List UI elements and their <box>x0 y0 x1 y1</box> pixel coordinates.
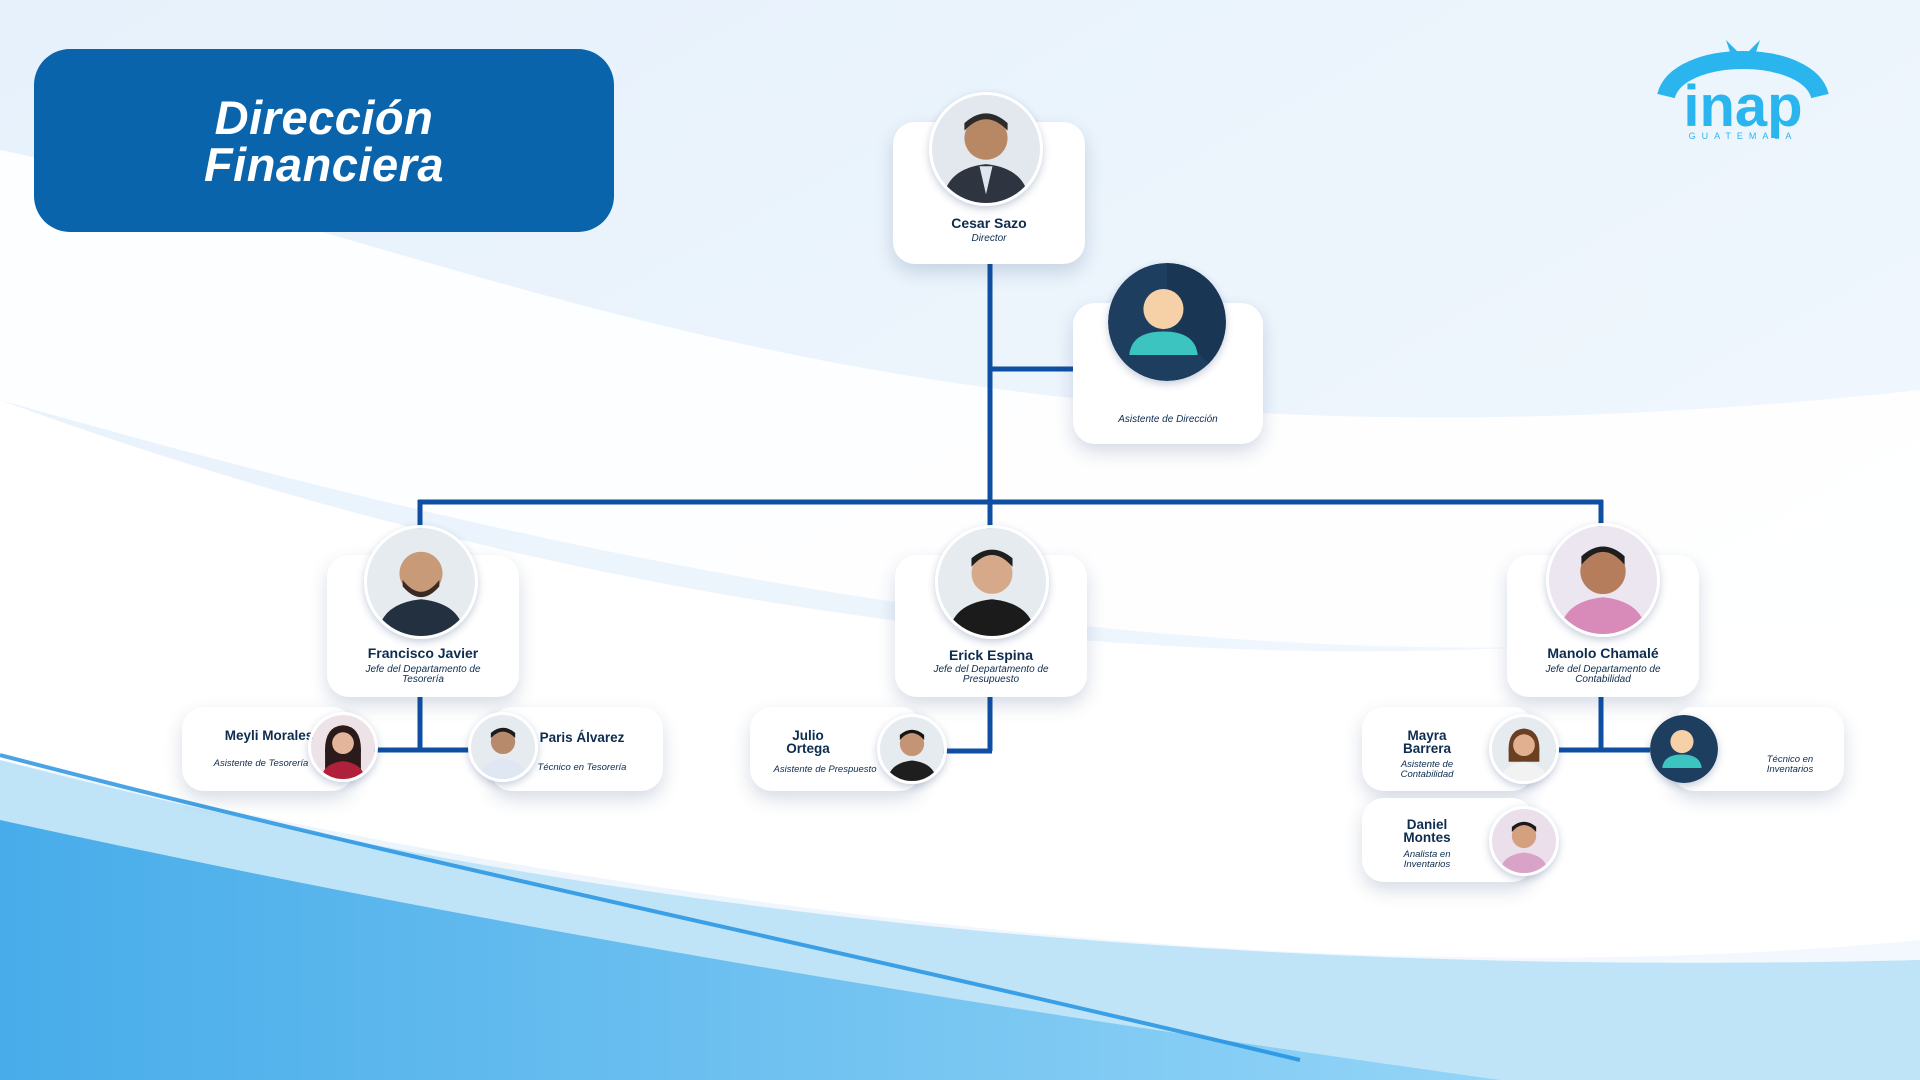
logo-wordmark: inap <box>1683 74 1802 139</box>
director-name: Cesar Sazo <box>951 215 1027 231</box>
dept-head-photo-contabilidad <box>1546 523 1660 637</box>
director-role: Director <box>971 233 1007 244</box>
dept-head-photo-presupuesto <box>935 525 1049 639</box>
dept-head-role-contabilidad: Jefe del Departamento de Contabilidad <box>1545 664 1661 685</box>
staff-photo-julio <box>877 714 947 784</box>
staff-role-meyli: Asistente de Tesorería <box>213 758 309 769</box>
staff-photo-daniel <box>1489 806 1559 876</box>
dept-head-role-presupuesto: Jefe del Departamento de Presupuesto <box>933 664 1049 685</box>
staff-name-julio: Julio Ortega <box>786 728 830 756</box>
inap-logo: inap GUATEMALA <box>1657 40 1829 141</box>
staff-role-julio: Asistente de Prespuesto <box>773 764 877 775</box>
staff-role-mayra: Asistente de Contabilidad <box>1400 759 1454 780</box>
dept-head-name-tesoreria: Francisco Javier <box>367 645 479 661</box>
staff-role-tecnico-inventarios: Técnico en Inventarios <box>1766 754 1814 775</box>
staff-placeholder-avatar-inventarios <box>1650 715 1718 783</box>
title-line-2: Financiera <box>203 137 445 191</box>
person-icon <box>1650 715 1718 783</box>
director-photo <box>929 92 1043 206</box>
assistant-role: Asistente de Dirección <box>1118 414 1218 425</box>
staff-role-daniel: Analista en Inventarios <box>1403 849 1451 870</box>
staff-photo-paris <box>468 712 538 782</box>
dept-head-name-presupuesto: Erick Espina <box>948 647 1034 663</box>
assistant-placeholder-avatar <box>1108 263 1226 381</box>
dept-head-photo-tesoreria <box>364 525 478 639</box>
title-line-1: Dirección <box>214 90 434 144</box>
dept-head-name-contabilidad: Manolo Chamalé <box>1547 645 1659 661</box>
staff-photo-meyli <box>308 712 378 782</box>
page-title: Dirección Financiera <box>34 49 614 232</box>
staff-name-daniel: Daniel Montes <box>1403 817 1451 845</box>
person-icon <box>1108 263 1226 381</box>
staff-name-paris: Paris Álvarez <box>539 730 625 745</box>
logo-subtitle: GUATEMALA <box>1689 131 1798 141</box>
staff-photo-mayra <box>1489 714 1559 784</box>
staff-name-meyli: Meyli Morales <box>224 728 314 743</box>
staff-name-mayra: Mayra Barrera <box>1402 728 1452 756</box>
dept-head-role-tesoreria: Jefe del Departamento de Tesorería <box>365 664 481 685</box>
staff-role-paris: Técnico en Tesorería <box>537 762 627 773</box>
